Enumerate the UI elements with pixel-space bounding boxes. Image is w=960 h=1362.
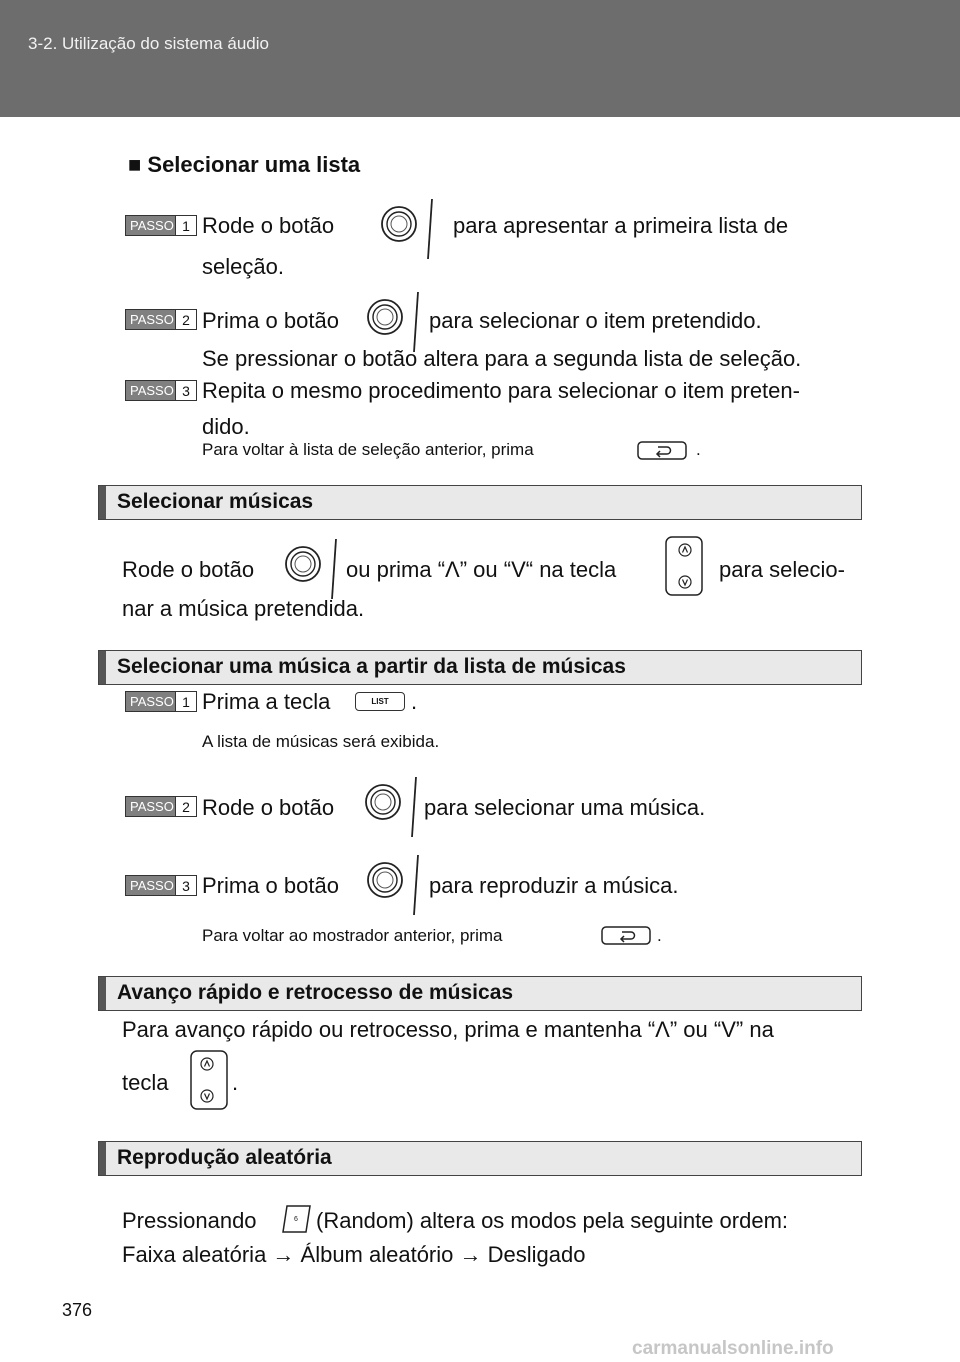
step2-text-b: para selecionar o item pretendido. [429,308,762,333]
page-number: 376 [62,1300,93,1320]
rotary-knob-icon [285,538,337,600]
step1-text-a: Rode o botão [202,213,335,238]
s3-step1-note: A lista de músicas será exibida. [202,732,440,751]
step2-text-a: Prima o botão [202,308,339,333]
step1-text-c: seleção. [202,254,284,279]
rotary-knob-icon [367,291,419,353]
s2-text-a: Rode o botão [122,557,255,582]
s4-text-a: Para avanço rápido ou retrocesso, prima … [122,1017,774,1042]
watermark: carmanualsonline.info [632,1338,834,1359]
rotary-knob-icon [381,198,433,260]
s3-note-a: Para voltar ao mostrador anterior, prima [202,926,503,945]
section-bar-select-from-list: Selecionar uma música a partir da lista … [98,650,862,685]
s2-text-b: ou prima “Λ” ou “V“ na tecla [346,557,617,582]
step2-text-c: Se pressionar o botão altera para a segu… [202,346,802,371]
list-key-icon: LIST [355,692,405,711]
s4-text-c: . [232,1070,239,1095]
rotary-knob-icon [365,776,417,838]
preset-6-label: 6 [294,1216,298,1223]
section-heading-select-list: ■ Selecionar uma lista [128,152,361,177]
s3-step2-text-a: Rode o botão [202,795,335,820]
seek-up-down-key-icon [190,1050,228,1110]
rotary-knob-icon [367,854,419,916]
back-arrow-icon [637,441,687,460]
step3-text-b: dido. [202,414,250,439]
section-bar-select-songs: Selecionar músicas [98,485,862,520]
s4-text-b: tecla [122,1070,169,1095]
s3-step1-text-b: . [411,689,418,714]
page-header: 3-2. Utilização do sistema áudio [0,0,960,117]
step3-text-a: Repita o mesmo procedimento para selecio… [202,378,800,403]
note-text-b: . [696,440,701,459]
step1-text-b: para apresentar a primeira lista de [453,213,789,238]
note-text-a: Para voltar à lista de seleção anterior,… [202,440,534,459]
chapter-title: 3-2. Utilização do sistema áudio [28,34,269,53]
s3-step3-text-b: para reproduzir a música. [429,873,679,898]
s5-text-a: Pressionando [122,1208,257,1233]
s3-step3-text-a: Prima o botão [202,873,339,898]
s3-note-b: . [657,926,662,945]
seek-up-down-key-icon [665,536,703,596]
s2-text-d: nar a música pretendida. [122,596,365,621]
back-arrow-icon [601,926,651,945]
s3-step2-text-b: para selecionar uma música. [424,795,706,820]
section-bar-fast-forward: Avanço rápido e retrocesso de músicas [98,976,862,1011]
s5-text-c: Faixa aleatória → Álbum aleatório → Desl… [122,1242,586,1267]
preset-6-key-icon: 6 [282,1205,311,1233]
s3-step1-text-a: Prima a tecla [202,689,331,714]
s2-text-c: para selecio- [719,557,845,582]
s5-text-b: (Random) altera os modos pela seguinte o… [316,1208,789,1233]
section-bar-random: Reprodução aleatória [98,1141,862,1176]
